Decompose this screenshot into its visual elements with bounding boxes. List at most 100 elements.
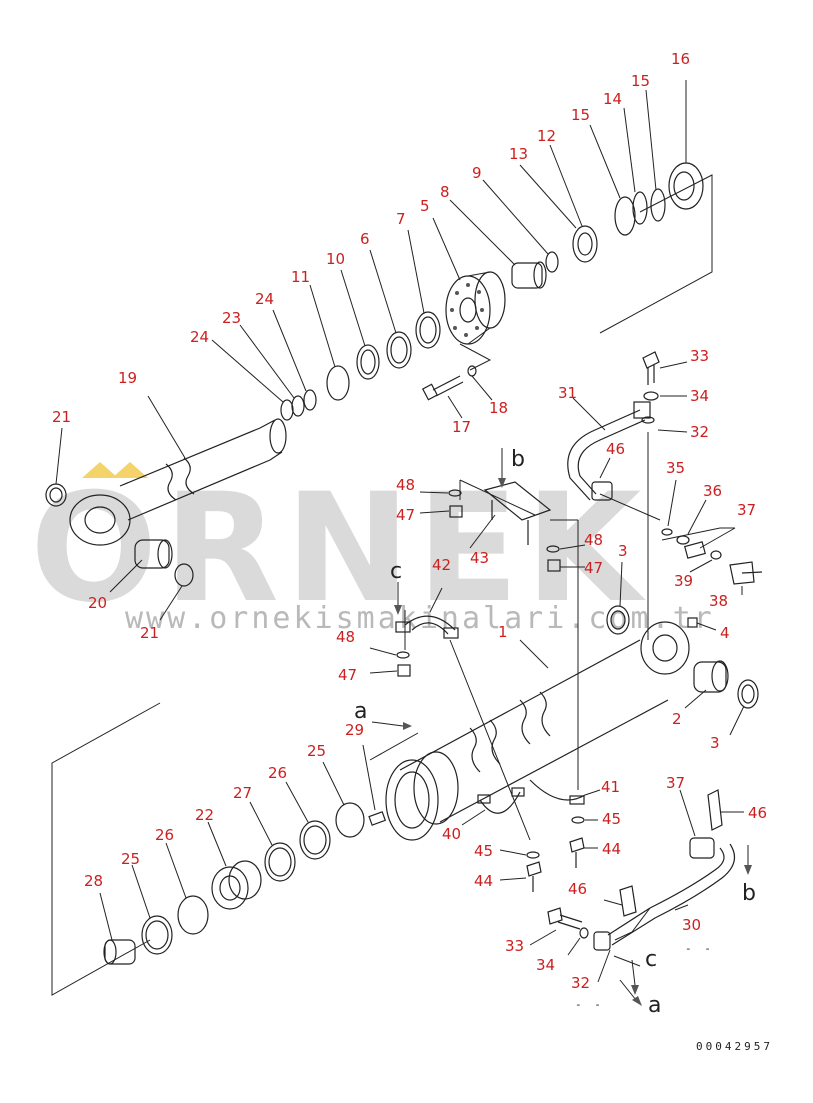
callout-28: 28 bbox=[84, 872, 103, 890]
view-letter-a: a bbox=[354, 699, 367, 724]
watermark-dot-left bbox=[82, 462, 118, 478]
callout-13: 13 bbox=[509, 145, 528, 163]
callout-45: 45 bbox=[602, 810, 621, 828]
callout-16: 16 bbox=[671, 50, 690, 68]
callout-48: 48 bbox=[584, 531, 603, 549]
callout-1: 1 bbox=[498, 623, 508, 641]
part-5-head bbox=[432, 217, 506, 345]
callout-18: 18 bbox=[489, 399, 508, 417]
callout-6: 6 bbox=[360, 230, 370, 248]
callout-7: 7 bbox=[396, 210, 406, 228]
part-2-3 bbox=[684, 660, 759, 736]
part-7-6 bbox=[369, 229, 441, 369]
callout-48: 48 bbox=[336, 628, 355, 646]
callout-5: 5 bbox=[420, 197, 430, 215]
part-16-nut bbox=[668, 80, 704, 210]
callout-25: 25 bbox=[307, 742, 326, 760]
callouts: 16 15 14 15 12 13 9 8 5 7 6 10 11 24 23 … bbox=[52, 50, 767, 992]
part-33-34-32-lower bbox=[529, 907, 642, 1006]
callout-46: 46 bbox=[568, 880, 587, 898]
callout-35: 35 bbox=[666, 459, 685, 477]
callout-47: 47 bbox=[396, 506, 415, 524]
callout-47: 47 bbox=[584, 559, 603, 577]
callout-46: 46 bbox=[748, 804, 767, 822]
watermark: ORNEK www.ornekismakinalari.com.tr bbox=[30, 462, 715, 636]
callout-14: 14 bbox=[603, 90, 622, 108]
view-letter-c: c bbox=[390, 559, 402, 584]
callout-8: 8 bbox=[440, 183, 450, 201]
part-3-ring-upper bbox=[606, 561, 630, 635]
callout-20: 20 bbox=[88, 594, 107, 612]
callout-38: 38 bbox=[709, 592, 728, 610]
part-31-pipe bbox=[567, 397, 651, 640]
callout-24: 24 bbox=[190, 328, 209, 346]
callout-47: 47 bbox=[338, 666, 357, 684]
callout-21: 21 bbox=[52, 408, 71, 426]
svg-text:- -: - - bbox=[575, 998, 604, 1011]
callout-26: 26 bbox=[268, 764, 287, 782]
callout-32: 32 bbox=[690, 423, 709, 441]
callout-36: 36 bbox=[703, 482, 722, 500]
callout-43: 43 bbox=[470, 549, 489, 567]
view-letter-b: b bbox=[511, 447, 525, 472]
part-4-fitting bbox=[687, 617, 717, 631]
callout-48: 48 bbox=[396, 476, 415, 494]
line-work: - - - - bbox=[45, 80, 763, 1011]
callout-11: 11 bbox=[291, 268, 310, 286]
view-letter-c: c bbox=[645, 947, 657, 972]
callout-24: 24 bbox=[255, 290, 274, 308]
callout-15: 15 bbox=[571, 106, 590, 124]
callout-3: 3 bbox=[710, 734, 720, 752]
callout-46: 46 bbox=[606, 440, 625, 458]
callout-37: 37 bbox=[666, 774, 685, 792]
svg-text:- -: - - bbox=[685, 942, 714, 955]
callout-4: 4 bbox=[720, 624, 730, 642]
watermark-brand: ORNEK bbox=[30, 462, 647, 636]
callout-29: 29 bbox=[345, 721, 364, 739]
callout-15: 15 bbox=[631, 72, 650, 90]
part-rings-15-14 bbox=[589, 89, 666, 236]
callout-10: 10 bbox=[326, 250, 345, 268]
part-47-48-upper bbox=[419, 489, 586, 572]
drawing-number: 00042957 bbox=[696, 1040, 773, 1053]
callout-26: 26 bbox=[155, 826, 174, 844]
callout-12: 12 bbox=[537, 127, 556, 145]
callout-31: 31 bbox=[558, 384, 577, 402]
callout-30: 30 bbox=[682, 916, 701, 934]
part-46-lower bbox=[603, 885, 637, 917]
callout-3: 3 bbox=[618, 542, 628, 560]
part-33-34-32 bbox=[641, 351, 688, 433]
callout-25: 25 bbox=[121, 850, 140, 868]
callout-17: 17 bbox=[452, 418, 471, 436]
part-40-41-clamps bbox=[461, 779, 601, 892]
callout-33: 33 bbox=[505, 937, 524, 955]
callout-34: 34 bbox=[536, 956, 555, 974]
part-29-a bbox=[362, 721, 419, 826]
view-letter-b: b bbox=[742, 881, 756, 906]
callout-2: 2 bbox=[672, 710, 682, 728]
callout-32: 32 bbox=[571, 974, 590, 992]
callout-21: 21 bbox=[140, 624, 159, 642]
part-12-13 bbox=[519, 144, 598, 263]
part-19-rod bbox=[69, 395, 287, 546]
part-21-20 bbox=[45, 427, 194, 621]
part-10-11 bbox=[309, 269, 380, 401]
watermark-url: www.ornekismakinalari.com.tr bbox=[125, 601, 715, 636]
callout-40: 40 bbox=[442, 825, 461, 843]
part-1-tube bbox=[385, 621, 690, 841]
callout-37: 37 bbox=[737, 501, 756, 519]
view-letters: b c a b c a bbox=[354, 447, 756, 1018]
callout-44: 44 bbox=[602, 840, 621, 858]
callout-42: 42 bbox=[432, 556, 451, 574]
callout-22: 22 bbox=[195, 806, 214, 824]
callout-34: 34 bbox=[690, 387, 709, 405]
part-46-flange bbox=[591, 457, 613, 501]
callout-9: 9 bbox=[472, 164, 482, 182]
part-42-clamp bbox=[369, 587, 531, 841]
part-23-24 bbox=[211, 309, 317, 421]
view-arrows bbox=[394, 448, 506, 615]
part-lower-seals bbox=[99, 761, 365, 965]
part-30-pipe bbox=[607, 789, 752, 946]
callout-39: 39 bbox=[674, 572, 693, 590]
